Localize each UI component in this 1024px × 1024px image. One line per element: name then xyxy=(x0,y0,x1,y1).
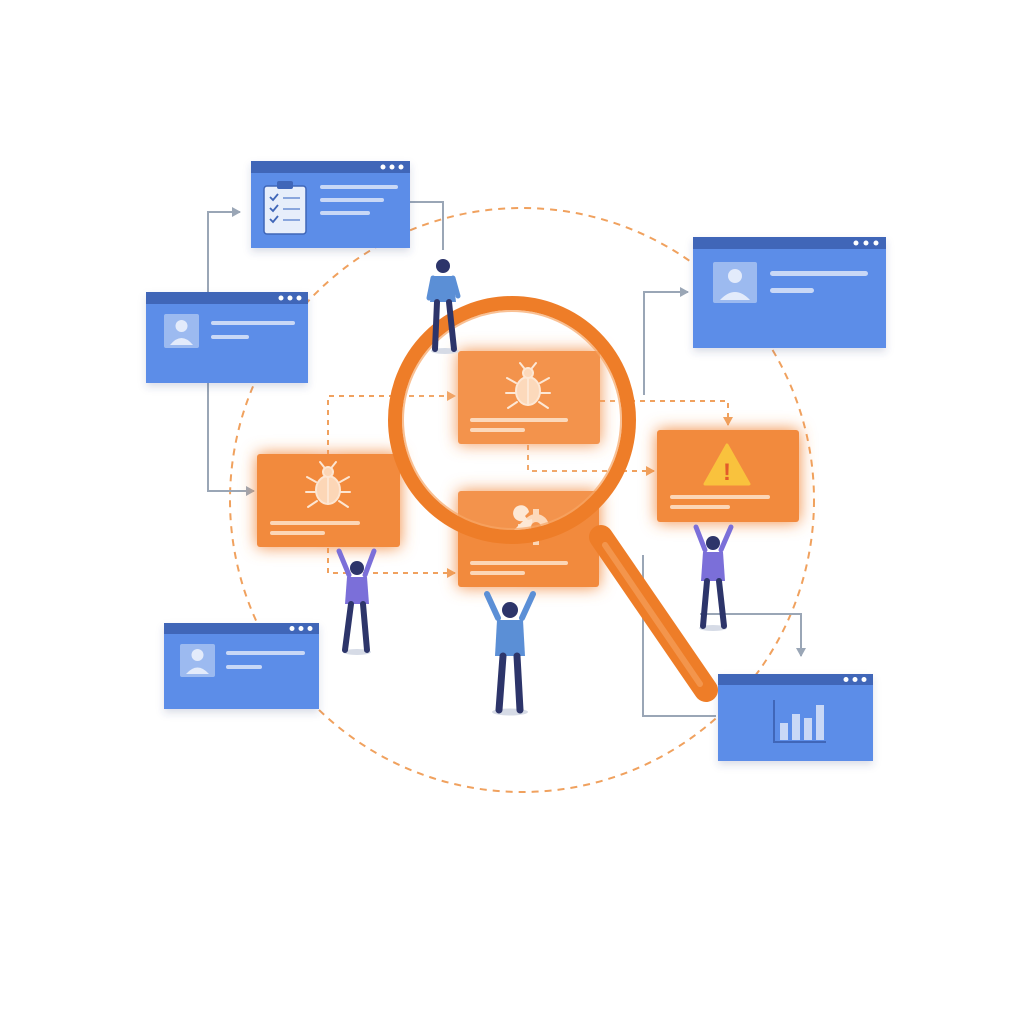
text-line xyxy=(470,561,568,565)
connector-left-to-bugcard xyxy=(207,383,255,496)
dashed-bugleft-to-settings xyxy=(327,548,456,578)
text-line xyxy=(470,418,568,422)
window-dot xyxy=(296,295,302,301)
warning-card: ! xyxy=(657,430,799,522)
bug-icon xyxy=(505,362,551,409)
magnifier-lens-inner xyxy=(402,310,622,530)
text-line xyxy=(320,211,370,215)
user-avatar-icon xyxy=(180,644,215,677)
user-avatar-icon xyxy=(164,314,199,348)
window-title-bar xyxy=(251,161,410,173)
dashed-orbit-circle xyxy=(229,207,815,793)
window-dot xyxy=(852,677,858,682)
user-avatar-icon xyxy=(713,262,757,303)
window-title-bar xyxy=(693,237,886,249)
text-line xyxy=(770,271,868,276)
warning-triangle-icon: ! xyxy=(703,443,751,486)
checklist-window xyxy=(251,161,410,248)
magnifier-handle-highlight xyxy=(602,542,703,687)
person-top xyxy=(426,259,461,354)
text-line xyxy=(226,651,305,655)
window-dot xyxy=(853,240,859,246)
bar-chart-icon xyxy=(773,700,826,743)
chart-window xyxy=(718,674,873,761)
window-dot xyxy=(298,626,304,631)
text-line xyxy=(226,665,262,669)
connector-checklist-to-person xyxy=(410,201,444,250)
bug-card-left xyxy=(257,454,400,547)
person-center xyxy=(484,591,536,716)
magnifying-glass-icon xyxy=(388,296,718,702)
profile-window-bottom xyxy=(164,623,319,709)
text-line xyxy=(211,335,249,339)
window-title-bar xyxy=(164,623,319,634)
window-dot xyxy=(389,164,395,170)
window-dot xyxy=(873,240,879,246)
text-line xyxy=(670,495,770,499)
text-line xyxy=(770,288,814,293)
text-line xyxy=(320,198,384,202)
text-line xyxy=(470,428,525,432)
magnifier-lens xyxy=(388,296,636,544)
text-line xyxy=(270,531,325,535)
profile-window-right xyxy=(693,237,886,348)
connector-center-to-right-window xyxy=(643,287,689,395)
text-line xyxy=(211,321,295,325)
text-line xyxy=(470,571,525,575)
connector-left-to-checklist xyxy=(207,207,241,292)
window-dot xyxy=(398,164,404,170)
window-dot xyxy=(843,677,849,682)
dashed-center-to-warning xyxy=(600,400,733,426)
text-line xyxy=(270,521,360,525)
window-dot xyxy=(380,164,386,170)
window-dot xyxy=(861,677,867,682)
window-dot xyxy=(278,295,284,301)
bug-card-center xyxy=(458,351,600,444)
text-line xyxy=(320,185,398,189)
window-dot xyxy=(289,626,295,631)
profile-window-left xyxy=(146,292,308,383)
clipboard-checklist-icon xyxy=(263,181,307,235)
person-right xyxy=(693,524,734,631)
window-dot xyxy=(863,240,869,246)
window-title-bar xyxy=(146,292,308,304)
person-left xyxy=(336,548,377,655)
dashed-bugleft-to-bugcenter xyxy=(327,391,456,455)
bug-icon xyxy=(305,461,351,508)
text-line xyxy=(670,505,730,509)
warning-glyph: ! xyxy=(723,459,731,486)
window-dot xyxy=(307,626,313,631)
window-title-bar xyxy=(718,674,873,685)
window-dot xyxy=(287,295,293,301)
connector-right-to-chart xyxy=(700,613,806,657)
